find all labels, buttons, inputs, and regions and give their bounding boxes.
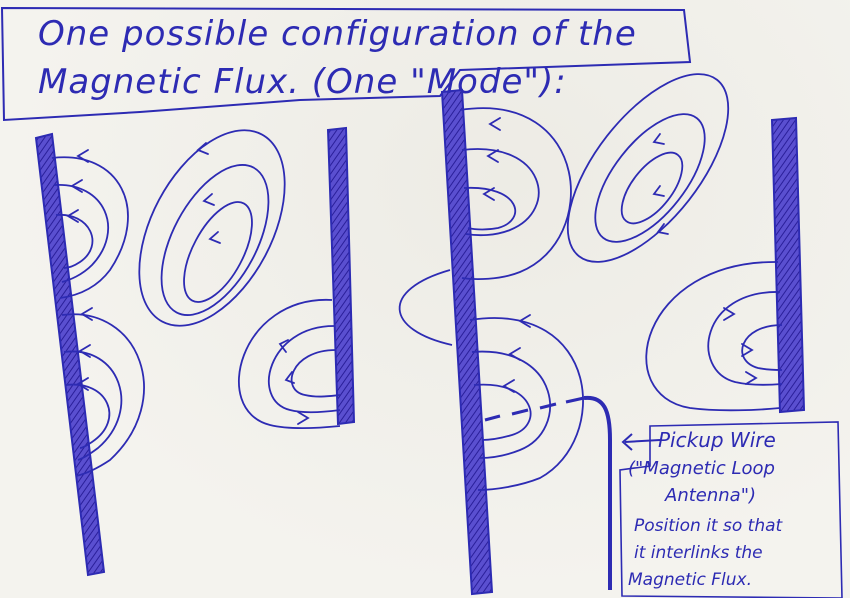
antenna-label-line-2: Antenna") — [665, 485, 757, 506]
position-note-line-3: Magnetic Flux. — [628, 570, 752, 590]
pickup-wire — [484, 395, 612, 590]
flux-lines — [51, 73, 783, 491]
title-line-1: One possible configuration of the — [38, 14, 637, 54]
plate-2 — [326, 126, 356, 426]
plate-3 — [440, 88, 494, 596]
pickup-arrow — [621, 433, 661, 451]
plate-4 — [770, 116, 806, 414]
position-note-line-2: it interlinks the — [634, 543, 763, 563]
plate-1 — [34, 132, 106, 577]
pickup-wire-label: Pickup Wire — [658, 428, 776, 452]
flux-arrowheads — [66, 117, 758, 425]
title-line-2: Magnetic Flux. (One "Mode"): — [38, 62, 567, 102]
pickup-label-box — [619, 421, 843, 598]
antenna-label-line-1: ("Magnetic Loop — [628, 458, 775, 479]
title-box — [0, 6, 692, 122]
position-note-line-1: Position it so that — [634, 516, 783, 536]
